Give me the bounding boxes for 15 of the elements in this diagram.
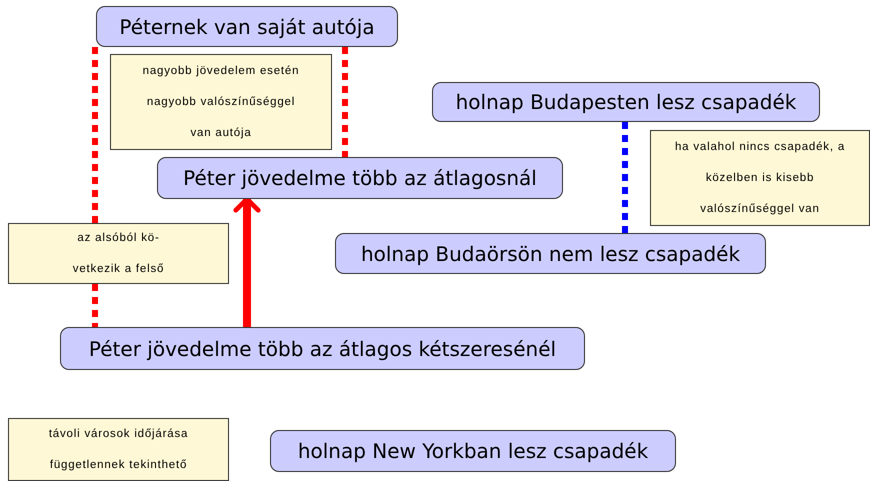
dotted-line — [92, 47, 98, 223]
dotted-line — [92, 284, 98, 327]
note-box: távoli városok időjárása függetlennek tekinthető — [8, 418, 229, 481]
arrow — [233, 196, 261, 327]
statement-box: holnap Budapesten lesz csapadék — [432, 82, 820, 122]
dotted-line — [622, 122, 628, 233]
note-box: ha valahol nincs csapadék, a közelben is kisebb valószínűséggel van — [650, 130, 870, 226]
statement-box: Péternek van saját autója — [96, 6, 398, 47]
note-box: nagyobb jövedelem esetén nagyobb valószínűséggel van autója — [110, 54, 332, 150]
statement-box: holnap New Yorkban lesz csapadék — [270, 430, 676, 472]
note-box: az alsóból kö- vetkezik a felső — [8, 223, 229, 284]
statement-box: holnap Budaörsön nem lesz csapadék — [335, 233, 766, 274]
statement-box: Péter jövedelme több az átlagosnál — [157, 157, 563, 199]
dotted-line — [342, 47, 348, 157]
statement-box: Péter jövedelme több az átlagos kétszeresénél — [60, 327, 585, 370]
